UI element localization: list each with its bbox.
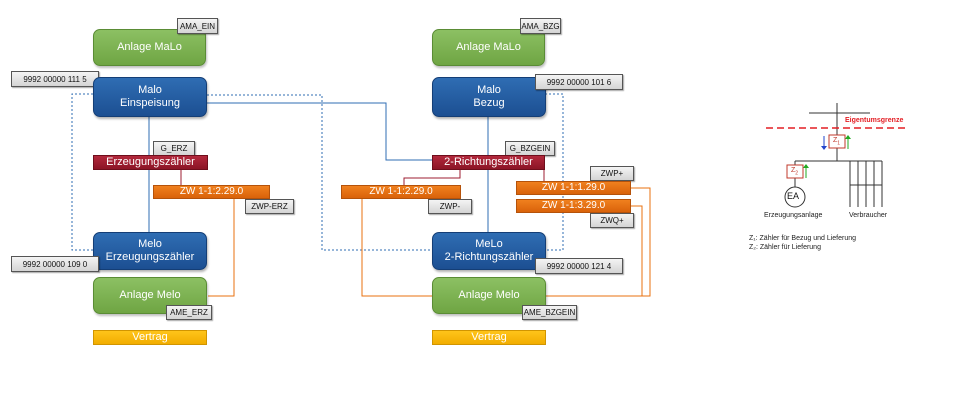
right-anlage-malo-box[interactable]: Anlage MaLo xyxy=(432,29,545,66)
left-zwp-erz-tag: ZWP-ERZ xyxy=(245,199,294,214)
right-g-bzgein-tag: G_BZGEIN xyxy=(505,141,555,156)
orange-loop-right-b xyxy=(545,187,651,297)
left-g-erz-tag: G_ERZ xyxy=(153,141,195,156)
arrow-z2-head xyxy=(803,164,809,168)
dotted-link-left-to-right xyxy=(207,94,433,251)
ea-circle xyxy=(784,186,806,208)
legend-z2: Z₂: Zähler für Lieferung xyxy=(749,244,821,251)
left-vertrag-box[interactable]: Vertrag xyxy=(93,330,207,345)
arrow-bezug-head xyxy=(821,146,827,150)
left-malo-einspeisung-box[interactable]: Malo Einspeisung xyxy=(93,77,207,117)
arrow-lieferung-head xyxy=(845,135,851,139)
schematic-diagram xyxy=(766,103,906,208)
z1-letter: Z xyxy=(833,137,838,144)
right-zw1-box[interactable]: ZW 1-1:1.29.0 xyxy=(516,181,631,195)
ea-label: EA xyxy=(787,191,800,201)
right-vertrag-box[interactable]: Vertrag xyxy=(432,330,546,345)
z2-letter: Z xyxy=(791,167,796,174)
z2-label: Z2 xyxy=(791,167,798,176)
legend-z1: Z₁: Zähler für Bezug und Lieferung xyxy=(749,235,857,242)
dotted-loop-right xyxy=(545,93,564,251)
left-anlage-malo-box[interactable]: Anlage MaLo xyxy=(93,29,206,66)
z2-subscript: 2 xyxy=(795,170,799,177)
connector-einspeisung-to-2richtung xyxy=(207,102,433,161)
right-zw-left-box[interactable]: ZW 1-1:2.29.0 xyxy=(341,185,461,199)
verbraucher-label: Verbraucher xyxy=(849,212,888,219)
z2-meter-box xyxy=(786,164,804,179)
connector-right-zaehler-to-zw-left xyxy=(403,170,461,186)
left-zw-box[interactable]: ZW 1-1:2.29.0 xyxy=(153,185,270,199)
right-zwp-minus-tag: ZWP- xyxy=(428,199,472,214)
left-ama-tag: AMA_EIN xyxy=(177,18,218,34)
z1-meter-box xyxy=(828,134,846,149)
left-melo-id-tag: 9992 00000 109 0 xyxy=(11,256,99,272)
right-ama-tag: AMA_BZG xyxy=(520,18,561,34)
orange-loop-right-a xyxy=(361,199,433,297)
left-erzeugungszaehler-box[interactable]: Erzeugungszähler xyxy=(93,155,208,170)
erzeugungsanlage-label: Erzeugungsanlage xyxy=(764,212,823,219)
z1-label: Z1 xyxy=(833,137,840,146)
right-melo-2-richtungszaehler-box[interactable]: MeLo 2-Richtungszähler xyxy=(432,232,546,270)
orange-loop-right-c xyxy=(631,205,643,296)
left-malo-id-tag: 9992 00000 111 5 xyxy=(11,71,99,87)
left-melo-erzeugungszaehler-box[interactable]: Melo Erzeugungszähler xyxy=(93,232,207,270)
right-melo-id-tag: 9992 00000 121 4 xyxy=(535,258,623,274)
right-anlage-melo-box[interactable]: Anlage Melo xyxy=(432,277,546,314)
right-zwp-plus-tag: ZWP+ xyxy=(590,166,634,181)
right-malo-bezug-box[interactable]: Malo Bezug xyxy=(432,77,546,117)
right-malo-id-tag: 9992 00000 101 6 xyxy=(535,74,623,90)
right-2-richtungszaehler-box[interactable]: 2-Richtungszähler xyxy=(432,155,545,170)
z1-subscript: 1 xyxy=(837,140,841,147)
right-zw3-box[interactable]: ZW 1-1:3.29.0 xyxy=(516,199,631,213)
left-anlage-melo-box[interactable]: Anlage Melo xyxy=(93,277,207,314)
left-ame-erz-tag: AME_ERZ xyxy=(166,305,212,320)
eigentumsgrenze-label: Eigentumsgrenze xyxy=(845,117,904,124)
right-zwq-plus-tag: ZWQ+ xyxy=(590,213,634,228)
dotted-loop-left xyxy=(71,93,93,251)
right-ame-bzgein-tag: AME_BZGEIN xyxy=(522,305,577,320)
